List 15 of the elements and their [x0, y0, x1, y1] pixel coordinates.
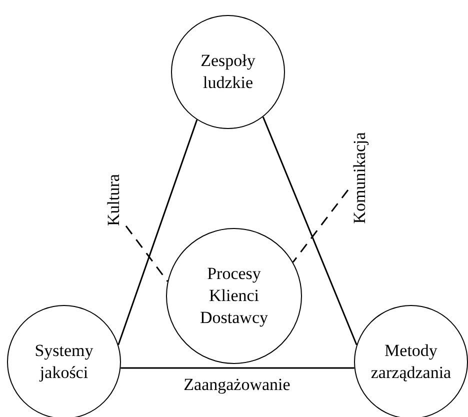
circle-node	[171, 15, 285, 129]
node-label: Metody zarządzania	[370, 340, 452, 384]
side-label: Komunikacja	[350, 132, 370, 224]
side-label: Kultura	[104, 174, 124, 226]
circle-node	[7, 305, 121, 417]
leader-line	[292, 190, 349, 263]
circle-node	[354, 305, 468, 417]
connector-line	[262, 116, 358, 346]
circle-node	[166, 228, 302, 364]
node-label: Zespoły ludzkie	[200, 50, 256, 94]
leader-line	[125, 226, 168, 282]
node-label: Procesy Klienci Dostawcy	[199, 262, 269, 330]
node-label: Systemy jakości	[34, 340, 94, 384]
connector-line	[118, 120, 198, 346]
connector-line	[120, 367, 354, 369]
